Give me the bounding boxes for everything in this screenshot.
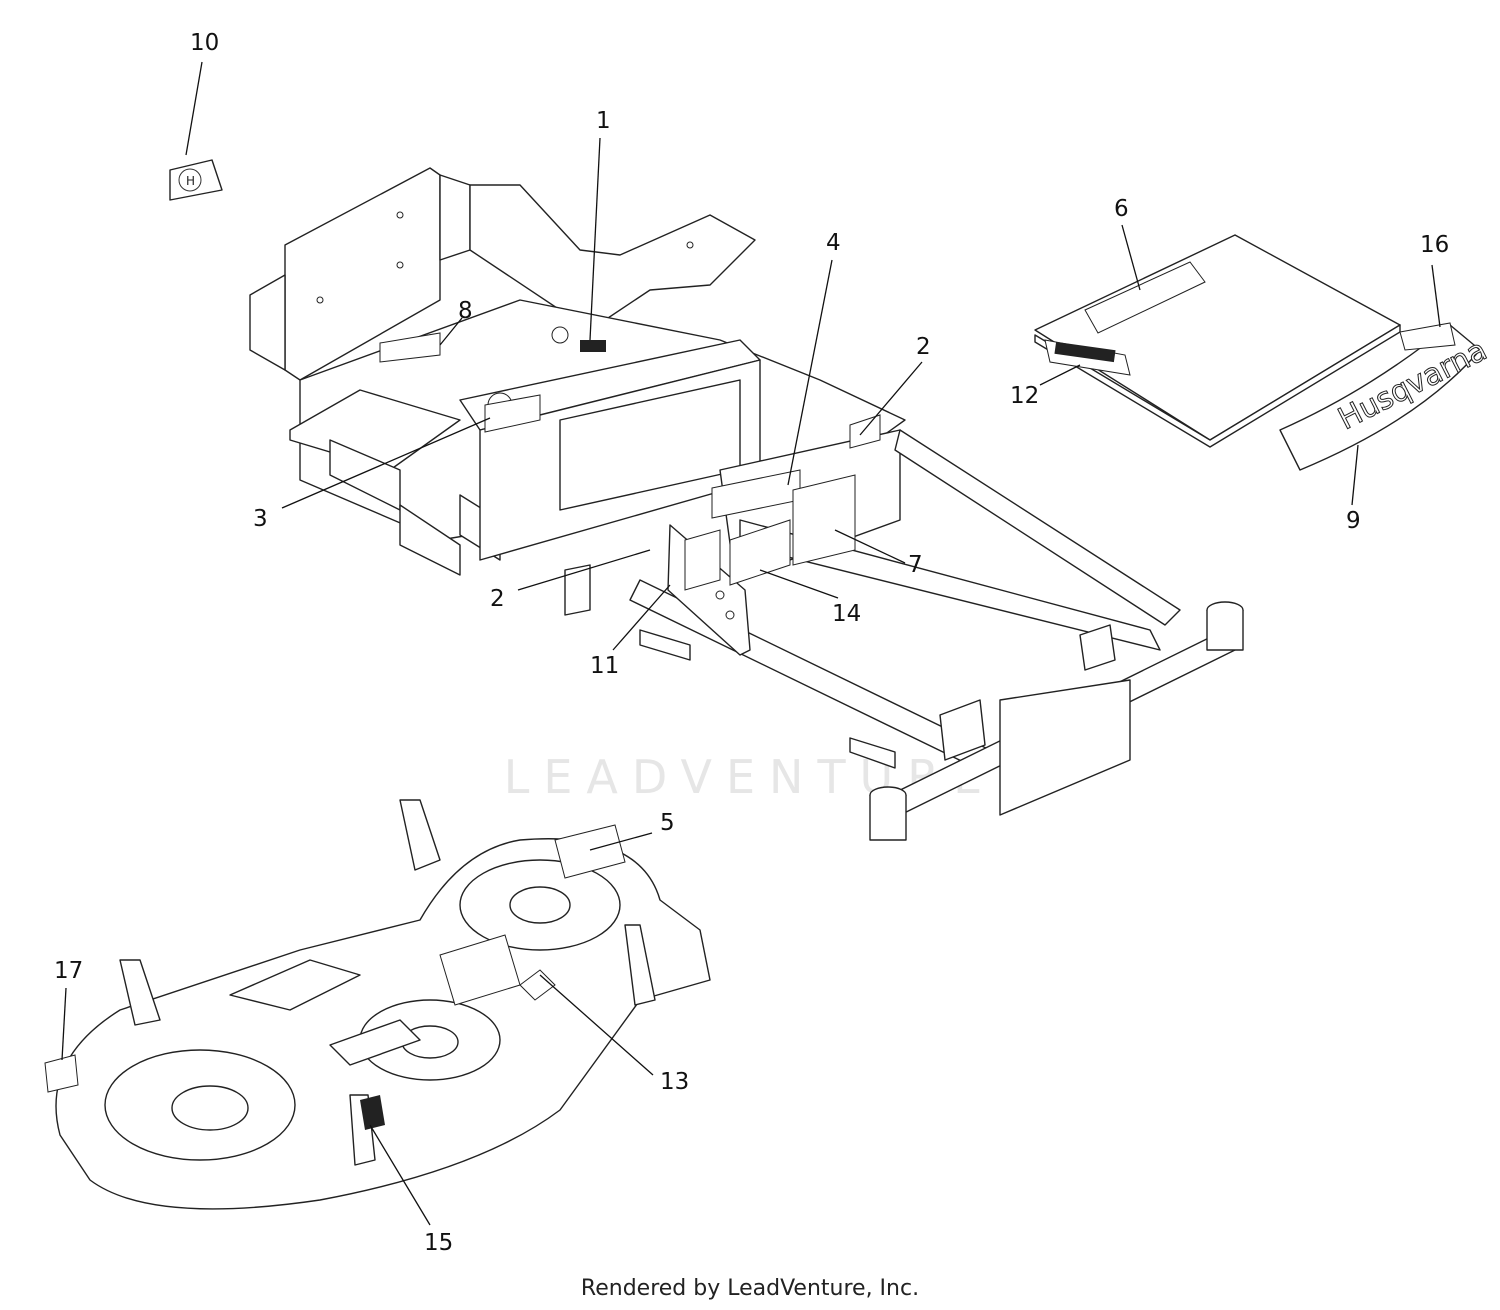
callout-17: 17: [54, 958, 83, 984]
callout-7: 7: [908, 552, 923, 578]
rear-cover-plate: Husqvarna: [1034, 234, 1493, 471]
callout-10: 10: [190, 30, 219, 56]
callout-9: 9: [1346, 508, 1361, 534]
main-frame: [249, 167, 1244, 841]
callout-2-lower: 2: [490, 586, 505, 612]
decal-17: [44, 1054, 79, 1093]
callout-6: 6: [1114, 196, 1129, 222]
callout-11: 11: [590, 653, 619, 679]
svg-text:H: H: [186, 174, 195, 188]
callout-2-upper: 2: [916, 334, 931, 360]
leader-lines: [61, 61, 1441, 1226]
callout-4: 4: [826, 230, 841, 256]
callout-5: 5: [660, 810, 675, 836]
callout-8: 8: [458, 298, 473, 324]
logo-decal-10: H: [169, 159, 223, 201]
callout-14: 14: [832, 601, 861, 627]
callout-12: 12: [1010, 383, 1039, 409]
callout-3: 3: [253, 506, 268, 532]
callout-16: 16: [1420, 232, 1449, 258]
mower-deck: [55, 799, 711, 1210]
callout-15: 15: [424, 1230, 453, 1256]
callout-13: 13: [660, 1069, 689, 1095]
callout-labels: 10 1 4 6 16 8 2 12 3 9 7 2 14 11 5 17 13…: [54, 30, 1449, 1256]
footer-credit: Rendered by LeadVenture, Inc.: [580, 1276, 920, 1301]
callout-1: 1: [596, 108, 611, 134]
